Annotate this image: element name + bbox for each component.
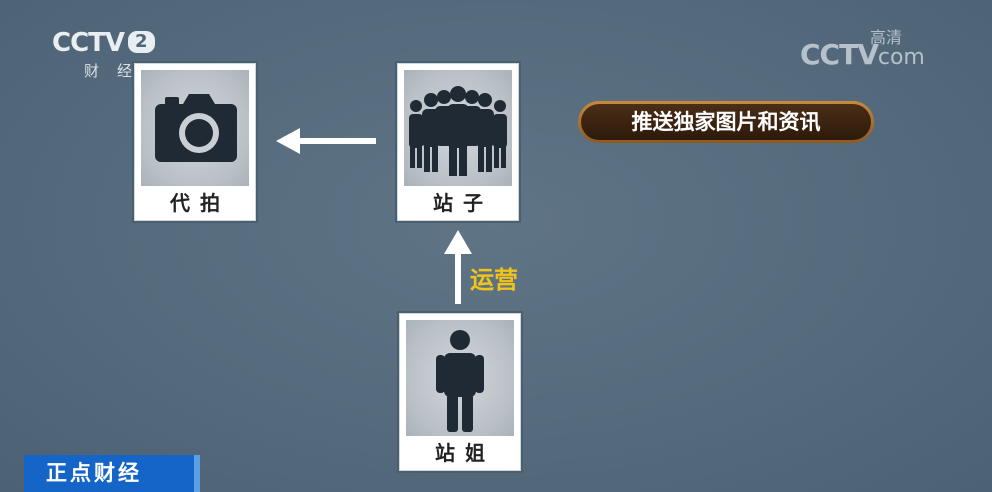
station-image xyxy=(404,70,512,186)
channel-subtitle: 财经 xyxy=(84,62,151,80)
crowd-icon xyxy=(409,86,507,176)
arrow-owner-to-station xyxy=(444,230,472,304)
headline-text: 推送独家图片和资讯 xyxy=(581,104,871,140)
station-owner-card: 站姐 xyxy=(399,313,521,471)
headline-badge: 推送独家图片和资讯 xyxy=(578,101,874,143)
hd-tag: 高清 xyxy=(870,28,903,47)
station-owner-label: 站姐 xyxy=(435,441,495,465)
program-ticker: 正点财经 xyxy=(24,455,200,492)
watermark-brand: CCTV xyxy=(800,38,879,71)
person-icon xyxy=(436,330,484,432)
photographer-image xyxy=(141,70,249,186)
station-card: 站子 xyxy=(397,63,519,221)
arrow-station-to-photographer xyxy=(276,128,376,154)
channel-brand: CCTV xyxy=(52,28,125,58)
watermark-suffix: com xyxy=(877,45,925,70)
channel-number: 2 xyxy=(128,31,155,53)
camera-icon xyxy=(155,94,237,162)
operate-label: 运营 xyxy=(470,266,518,294)
photographer-label: 代拍 xyxy=(170,191,230,215)
cctv-watermark: 高清 CCTVcom xyxy=(800,28,925,71)
station-label: 站子 xyxy=(433,191,493,215)
photographer-card: 代拍 xyxy=(134,63,256,221)
station-owner-image xyxy=(406,320,514,436)
